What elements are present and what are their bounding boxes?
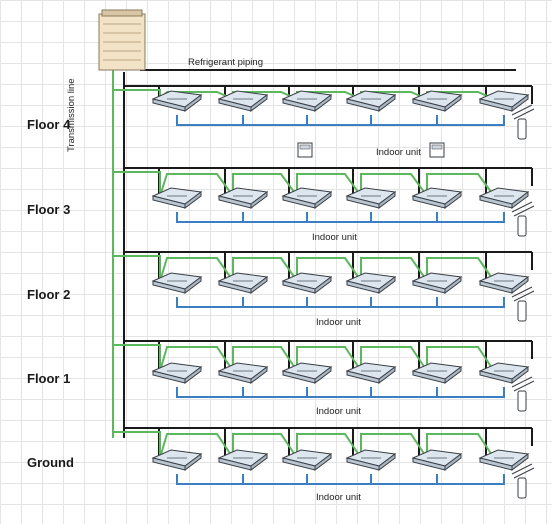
floor-label-ground: Ground xyxy=(27,455,74,470)
cassette-indoor-unit-icon xyxy=(217,449,269,471)
floor-label-2: Floor 2 xyxy=(27,287,71,302)
wireless-remote-icon xyxy=(511,201,535,237)
cassette-indoor-unit-icon xyxy=(281,187,333,209)
indoor-link-floor-2-5 xyxy=(436,297,505,308)
transmission-line-label: Transmission line xyxy=(66,78,77,152)
indoor-link-floor-2-1 xyxy=(176,297,244,308)
indoor-link-floor-1-4 xyxy=(370,387,438,398)
refrigerant-piping-label: Refrigerant piping xyxy=(188,57,263,68)
indoor-link-floor-3-4 xyxy=(370,212,438,223)
indoor-link-floor-4-4 xyxy=(370,115,438,126)
indoor-link-floor-4-1 xyxy=(176,115,244,126)
indoor-link-floor-4-5 xyxy=(436,115,505,126)
cassette-indoor-unit-icon xyxy=(151,90,203,112)
floor-label-4: Floor 4 xyxy=(27,117,71,132)
indoor-unit-label-floor-2: Indoor unit xyxy=(316,317,361,328)
cassette-indoor-unit-icon xyxy=(411,362,463,384)
cassette-indoor-unit-icon xyxy=(345,90,397,112)
cassette-indoor-unit-icon xyxy=(478,187,530,209)
cassette-indoor-unit-icon xyxy=(217,90,269,112)
cassette-indoor-unit-icon xyxy=(411,187,463,209)
indoor-link-floor-4-3 xyxy=(306,115,372,126)
cassette-indoor-unit-icon xyxy=(151,449,203,471)
indoor-link-ground-2 xyxy=(242,474,308,485)
indoor-link-floor-1-5 xyxy=(436,387,505,398)
cassette-indoor-unit-icon xyxy=(411,90,463,112)
indoor-link-floor-1-3 xyxy=(306,387,372,398)
wireless-remote-icon xyxy=(511,463,535,499)
floor-label-3: Floor 3 xyxy=(27,202,71,217)
indoor-unit-label-ground: Indoor unit xyxy=(316,492,361,503)
indoor-link-floor-3-2 xyxy=(242,212,308,223)
indoor-link-floor-3-3 xyxy=(306,212,372,223)
cassette-indoor-unit-icon xyxy=(281,362,333,384)
indoor-link-floor-2-4 xyxy=(370,297,438,308)
outdoor-unit-icon xyxy=(98,9,146,71)
indoor-link-floor-1-2 xyxy=(242,387,308,398)
indoor-unit-label-floor-4: Indoor unit xyxy=(376,147,421,158)
cassette-indoor-unit-icon xyxy=(478,90,530,112)
cassette-indoor-unit-icon xyxy=(478,449,530,471)
cassette-indoor-unit-icon xyxy=(281,272,333,294)
cassette-indoor-unit-icon xyxy=(345,187,397,209)
indoor-link-ground-1 xyxy=(176,474,244,485)
wired-controller-icon xyxy=(297,142,313,158)
cassette-indoor-unit-icon xyxy=(151,272,203,294)
cassette-indoor-unit-icon xyxy=(345,362,397,384)
indoor-unit-label-floor-3: Indoor unit xyxy=(312,232,357,243)
wired-controller-icon xyxy=(429,142,445,158)
indoor-link-floor-4-2 xyxy=(242,115,308,126)
indoor-link-floor-1-1 xyxy=(176,387,244,398)
indoor-link-floor-3-1 xyxy=(176,212,244,223)
cassette-indoor-unit-icon xyxy=(411,272,463,294)
wireless-remote-icon xyxy=(511,104,535,140)
indoor-link-ground-3 xyxy=(306,474,372,485)
cassette-indoor-unit-icon xyxy=(478,272,530,294)
cassette-indoor-unit-icon xyxy=(281,449,333,471)
cassette-indoor-unit-icon xyxy=(478,362,530,384)
indoor-link-floor-2-3 xyxy=(306,297,372,308)
indoor-link-floor-3-5 xyxy=(436,212,505,223)
floor-label-1: Floor 1 xyxy=(27,371,71,386)
cassette-indoor-unit-icon xyxy=(217,362,269,384)
wireless-remote-icon xyxy=(511,376,535,412)
indoor-link-ground-5 xyxy=(436,474,505,485)
indoor-link-floor-2-2 xyxy=(242,297,308,308)
cassette-indoor-unit-icon xyxy=(345,449,397,471)
cassette-indoor-unit-icon xyxy=(345,272,397,294)
cassette-indoor-unit-icon xyxy=(411,449,463,471)
cassette-indoor-unit-icon xyxy=(151,362,203,384)
cassette-indoor-unit-icon xyxy=(281,90,333,112)
indoor-link-ground-4 xyxy=(370,474,438,485)
cassette-indoor-unit-icon xyxy=(217,187,269,209)
wireless-remote-icon xyxy=(511,286,535,322)
indoor-unit-label-floor-1: Indoor unit xyxy=(316,406,361,417)
cassette-indoor-unit-icon xyxy=(217,272,269,294)
cassette-indoor-unit-icon xyxy=(151,187,203,209)
